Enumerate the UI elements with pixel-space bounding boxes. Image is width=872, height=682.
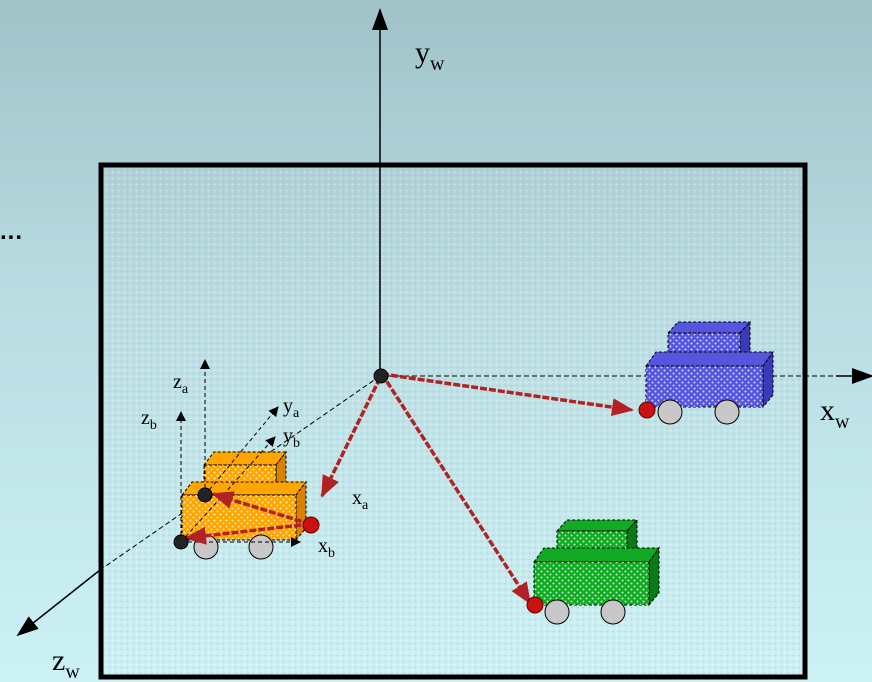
label-ya: ya: [283, 395, 300, 421]
green-car: [533, 518, 660, 625]
label-zw: zw: [52, 644, 80, 682]
local-axes: [176, 359, 301, 547]
ellipsis-text: ...: [0, 218, 24, 245]
target-point-blue: [638, 401, 656, 419]
vector-world-to-green: [380, 373, 532, 605]
label-zb: zb: [141, 407, 157, 433]
vector-world-to-a: [320, 377, 382, 498]
frame-b-origin: [173, 534, 189, 550]
label-yw: yw: [415, 36, 445, 75]
vector-b-to-a: [184, 522, 311, 545]
frame-a-origin: [197, 487, 213, 503]
world-origin: [373, 368, 389, 384]
label-xw: xw: [820, 394, 850, 433]
position-vectors: [184, 372, 634, 605]
label-yb: yb: [283, 425, 300, 451]
target-point-b: [302, 516, 320, 534]
vector-a-to-b: [211, 491, 311, 526]
vector-world-to-blue: [381, 372, 634, 417]
target-point-green: [526, 596, 544, 614]
label-xb: xb: [318, 535, 335, 561]
zw-axis: [16, 569, 101, 637]
label-xa: xa: [352, 487, 369, 513]
label-za: za: [173, 371, 189, 397]
frame-box: [98, 162, 808, 680]
blue-car: [645, 320, 774, 425]
origin-points: [173, 368, 656, 614]
